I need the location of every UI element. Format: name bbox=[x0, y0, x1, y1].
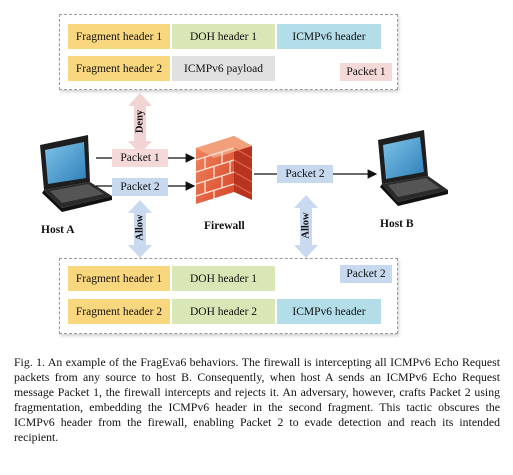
top-icmpv6-header: ICMPv6 header bbox=[277, 24, 381, 49]
bottom-doh-header-2: DOH header 2 bbox=[172, 299, 275, 324]
top-doh-header-1: DOH header 1 bbox=[172, 24, 275, 49]
allow-arrow-right bbox=[294, 195, 318, 258]
firewall-label: Firewall bbox=[204, 220, 245, 232]
bottom-fragment-header-1: Fragment header 1 bbox=[68, 266, 170, 291]
packet2-arrow-label-left: Packet 2 bbox=[112, 178, 168, 196]
allow-label-right: Allow bbox=[300, 212, 312, 239]
deny-arrow bbox=[128, 93, 152, 154]
bottom-icmpv6-header: ICMPv6 header bbox=[277, 299, 381, 324]
packet2-tag: Packet 2 bbox=[340, 265, 392, 283]
firewall-icon bbox=[195, 136, 253, 204]
host-b-label: Host B bbox=[380, 218, 414, 230]
bottom-fragment-header-2: Fragment header 2 bbox=[68, 299, 170, 324]
diagram-graphics bbox=[40, 93, 448, 258]
allow-arrow-left bbox=[128, 200, 152, 258]
laptop-icon-host-a bbox=[40, 135, 112, 212]
figure-caption: Fig. 1. An example of the FragEva6 behav… bbox=[14, 355, 500, 444]
caption-text: Fig. 1. An example of the FragEva6 behav… bbox=[14, 355, 500, 444]
top-fragment-header-1: Fragment header 1 bbox=[68, 24, 170, 49]
laptop-icon-host-b bbox=[378, 130, 448, 206]
host-a-label: Host A bbox=[41, 224, 75, 236]
fragmentation-diagram: Fragment header 1 DOH header 1 ICMPv6 he… bbox=[40, 14, 448, 334]
packet1-arrow-label: Packet 1 bbox=[112, 149, 168, 167]
packet1-tag: Packet 1 bbox=[340, 63, 392, 81]
deny-label: Deny bbox=[134, 109, 146, 134]
bottom-doh-header-1: DOH header 1 bbox=[172, 266, 275, 291]
top-icmpv6-payload: ICMPv6 payload bbox=[172, 56, 275, 81]
allow-label-left: Allow bbox=[134, 214, 146, 241]
top-fragment-header-2: Fragment header 2 bbox=[68, 56, 170, 81]
packet2-arrow-label-right: Packet 2 bbox=[277, 165, 333, 183]
